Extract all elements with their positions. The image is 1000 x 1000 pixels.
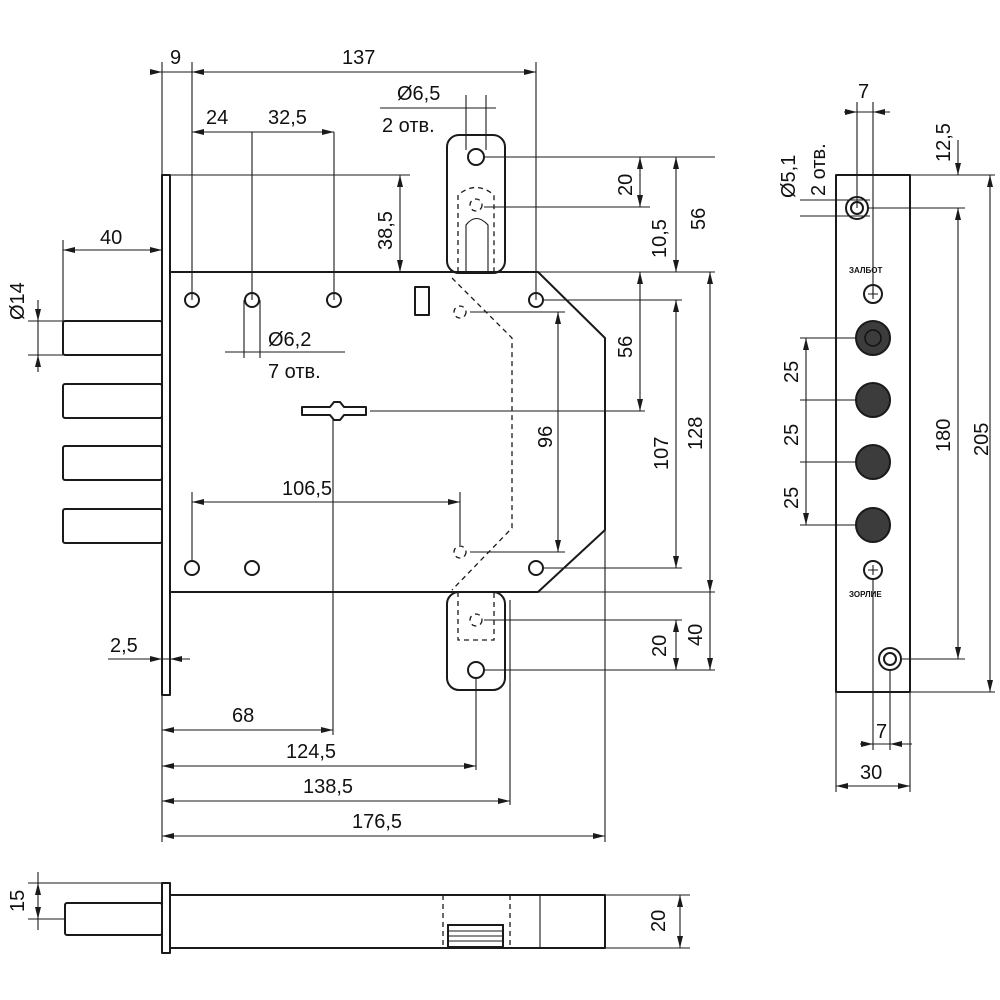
dim-24: 24 bbox=[206, 107, 228, 129]
lock-side-view: 15 20 bbox=[7, 872, 690, 954]
dim-7-top: 7 bbox=[858, 81, 869, 103]
dim-hole-5-1-count: 2 отв. bbox=[808, 143, 830, 196]
dim-2-5: 2,5 bbox=[110, 635, 138, 657]
bolt-3 bbox=[62, 445, 163, 481]
faceplate-bolt-2 bbox=[855, 382, 891, 418]
dim-205: 205 bbox=[971, 423, 993, 456]
faceplate-hole-bottom-inner bbox=[883, 652, 897, 666]
dim-25-b: 25 bbox=[781, 424, 803, 446]
hole bbox=[244, 560, 260, 576]
dim-32-5: 32,5 bbox=[268, 107, 307, 129]
faceplate-bolt-3 bbox=[855, 444, 891, 480]
dim-56-right: 56 bbox=[688, 208, 710, 230]
dim-15: 15 bbox=[7, 890, 29, 912]
strike-mount-hole bbox=[467, 148, 485, 166]
dim-hole-6-2: Ø6,2 bbox=[268, 329, 311, 351]
front-dimension-labels: 9 137 24 32,5 Ø6,5 2 отв. 40 38,5 Ø14 20… bbox=[7, 47, 710, 833]
brand-logo-bottom: ЗОРЛИЕ bbox=[849, 590, 882, 599]
faceplate-dimension-labels: 7 Ø5,1 2 отв. 12,5 25 25 25 180 205 7 30 bbox=[778, 81, 993, 784]
top-strike-plate bbox=[446, 134, 506, 274]
dim-107: 107 bbox=[651, 437, 673, 470]
dim-20-side: 20 bbox=[648, 910, 670, 932]
front-dimension-lines bbox=[28, 62, 715, 842]
bolt-4 bbox=[62, 508, 163, 544]
dim-176-5: 176,5 bbox=[352, 811, 402, 833]
dim-96: 96 bbox=[535, 426, 557, 448]
side-faceplate bbox=[161, 882, 171, 954]
lever-slot bbox=[414, 286, 430, 316]
faceplate-bolt-1-inner bbox=[864, 329, 882, 347]
hidden-hole bbox=[453, 545, 467, 559]
dim-128: 128 bbox=[685, 417, 707, 450]
dim-40-bottom: 40 bbox=[685, 624, 707, 646]
top-strike-hidden bbox=[457, 186, 495, 272]
dim-20-bottom: 20 bbox=[649, 635, 671, 657]
strike-mount-hole bbox=[467, 661, 485, 679]
dim-20-top: 20 bbox=[615, 174, 637, 196]
bolt-1 bbox=[62, 320, 163, 356]
dim-124-5: 124,5 bbox=[286, 741, 336, 763]
dim-9: 9 bbox=[170, 47, 181, 69]
dim-25-c: 25 bbox=[781, 487, 803, 509]
dim-7-bottom: 7 bbox=[876, 721, 887, 743]
hidden-cam-outline bbox=[451, 277, 513, 591]
dim-hole-6-5: Ø6,5 bbox=[397, 83, 440, 105]
dim-12-5: 12,5 bbox=[933, 123, 955, 162]
dim-137: 137 bbox=[342, 47, 375, 69]
screw-bottom-cross bbox=[868, 565, 878, 575]
dim-14: Ø14 bbox=[7, 282, 29, 320]
faceplate-bolt-4 bbox=[855, 507, 891, 543]
brand-logo-top: ЗАЛБОТ bbox=[849, 266, 882, 275]
bolt-2 bbox=[62, 383, 163, 419]
dim-138-5: 138,5 bbox=[303, 776, 353, 798]
bottom-strike-plate bbox=[446, 591, 506, 691]
dim-10-5: 10,5 bbox=[649, 219, 671, 258]
dim-hole-5-1: Ø5,1 bbox=[778, 155, 800, 198]
dim-56-inner: 56 bbox=[615, 336, 637, 358]
dim-40: 40 bbox=[100, 227, 122, 249]
keyhole bbox=[301, 401, 367, 421]
side-body bbox=[169, 894, 606, 949]
dim-25-a: 25 bbox=[781, 361, 803, 383]
dim-106-5: 106,5 bbox=[282, 478, 332, 500]
faceplate-bolt-1 bbox=[855, 320, 891, 356]
dim-68: 68 bbox=[232, 705, 254, 727]
side-bolt bbox=[64, 902, 163, 936]
faceplate-dimension-lines bbox=[800, 102, 995, 792]
dim-180: 180 bbox=[933, 419, 955, 452]
front-faceplate-strip bbox=[161, 174, 171, 696]
hidden-hole bbox=[469, 198, 483, 212]
hidden-hole bbox=[453, 305, 467, 319]
dim-hole-6-5-count: 2 отв. bbox=[382, 115, 435, 137]
dim-hole-6-2-count: 7 отв. bbox=[268, 361, 321, 383]
faceplate-hole-bottom bbox=[878, 647, 902, 671]
hole bbox=[184, 560, 200, 576]
hidden-hole bbox=[469, 613, 483, 627]
top-latch-slot bbox=[465, 217, 489, 272]
dim-30: 30 bbox=[860, 762, 882, 784]
hole bbox=[528, 560, 544, 576]
bottom-strike-hidden bbox=[457, 592, 495, 641]
dim-38-5: 38,5 bbox=[375, 211, 397, 250]
